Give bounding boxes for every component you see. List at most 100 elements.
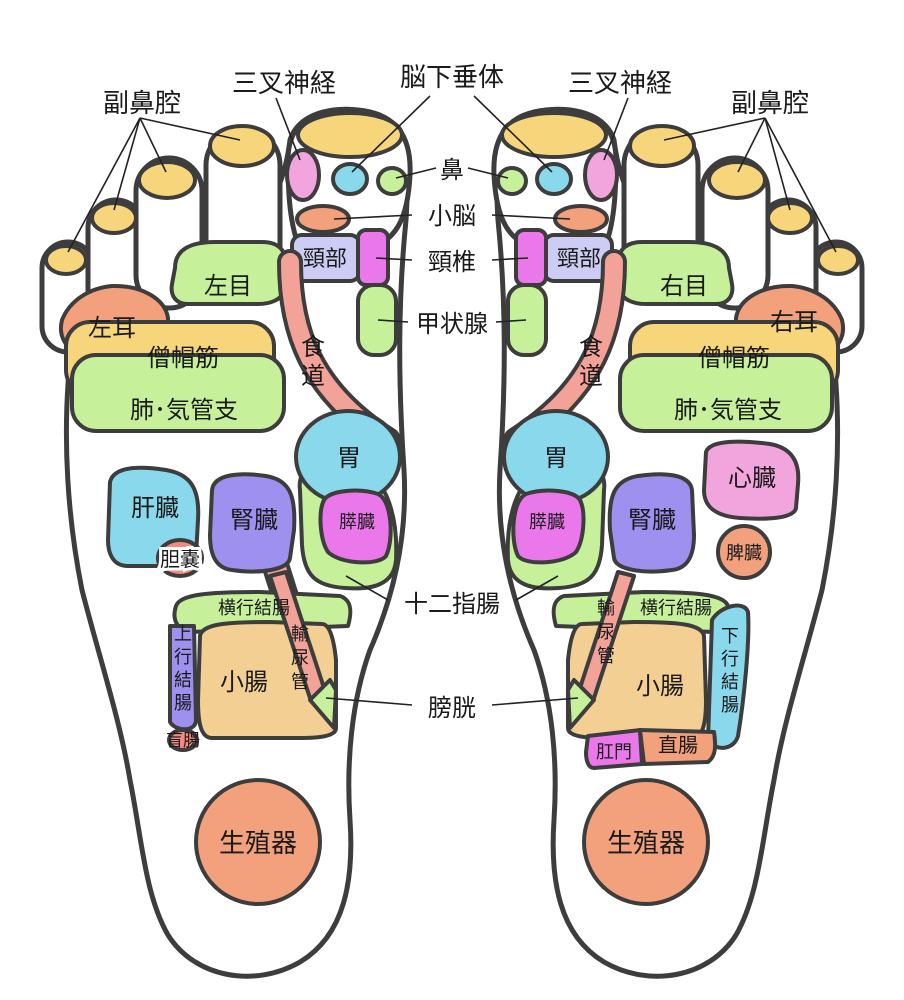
label-ascending-colon-4: 腸 (174, 693, 192, 714)
label-esophagus-right-1: 食 (579, 333, 603, 361)
label-pancreas-right: 膵臓 (529, 512, 565, 533)
right-pancreas-area (511, 488, 586, 565)
label-stomach-right: 胃 (544, 444, 568, 472)
right-lung-area (618, 353, 834, 433)
label-nose: 鼻 (440, 156, 464, 184)
left-cecum-area (167, 728, 199, 752)
right-rectum-area (638, 728, 718, 766)
label-pancreas-left: 膵臓 (339, 512, 375, 533)
label-heart: 心臓 (728, 464, 776, 492)
left-cervical-area (356, 228, 390, 287)
right-cervical-area (514, 228, 548, 287)
left-sinus-tip-3 (137, 160, 197, 200)
label-pituitary: 脳下垂体 (400, 63, 504, 93)
left-nose-area (376, 166, 408, 196)
label-descending-colon-4: 腸 (721, 695, 739, 716)
label-ascending-colon-1: 上 (174, 624, 192, 645)
left-thyroid-area (356, 283, 398, 357)
right-anus-area (584, 728, 644, 770)
label-ascending-colon-3: 結 (174, 670, 192, 691)
left-foot (39, 106, 413, 979)
right-nose-area (496, 166, 528, 196)
label-trigeminal-right: 三叉神経 (568, 69, 672, 99)
left-trigeminal-area (285, 148, 321, 202)
label-trapezius-right: 僧帽筋 (698, 344, 770, 372)
left-pituitary-area (331, 162, 369, 196)
label-ureter-left-1: 輸 (291, 624, 309, 645)
label-spleen: 脾臓 (726, 543, 762, 564)
label-right-ear: 右耳 (770, 308, 818, 336)
left-gallbladder-area (156, 538, 204, 578)
label-neck-right: 頸部 (557, 247, 601, 272)
left-sinus-tip-2 (90, 201, 138, 235)
label-transverse-colon-left: 横行結腸 (218, 598, 290, 619)
left-kidney-area (208, 472, 297, 574)
label-cervical: 頸椎 (428, 248, 476, 276)
label-ascending-colon-2: 行 (174, 647, 192, 668)
right-genitals-area (582, 778, 710, 906)
label-duodenum: 十二指腸 (404, 590, 500, 618)
right-heart-area (702, 439, 801, 521)
label-gallbladder: 胆嚢 (160, 547, 200, 571)
label-liver: 肝臓 (131, 494, 179, 522)
label-ureter-right-2: 尿 (597, 622, 615, 643)
label-bladder: 膀胱 (428, 694, 476, 722)
label-cecum: 盲腸 (166, 731, 200, 751)
right-big-toe-top (500, 111, 608, 159)
labels: 副鼻腔 三叉神経 脳下垂体 三叉神経 副鼻腔 鼻 小脳 頸椎 甲状腺 十二指腸 … (88, 63, 818, 859)
right-kidney-area (607, 472, 696, 574)
label-trapezius-left: 僧帽筋 (147, 344, 219, 372)
right-descending-colon (706, 603, 751, 750)
label-ureter-right-3: 管 (597, 646, 615, 667)
label-thyroid: 甲状腺 (416, 310, 488, 338)
leader-lines (67, 95, 837, 706)
label-descending-colon-1: 下 (721, 626, 739, 647)
left-sinus-tip-4 (208, 124, 276, 168)
label-kidney-left: 腎臓 (230, 506, 278, 534)
left-bladder (308, 678, 338, 730)
right-bladder (566, 678, 596, 730)
label-ureter-left-2: 尿 (291, 648, 309, 669)
right-sinus-tip-2 (766, 201, 814, 235)
label-rectum: 直腸 (658, 733, 698, 757)
label-sinus-right: 副鼻腔 (731, 89, 809, 119)
label-esophagus-left-2: 道 (301, 362, 325, 390)
label-ureter-right-1: 輸 (597, 598, 615, 619)
label-stomach-left: 胃 (337, 444, 361, 472)
label-descending-colon-2: 行 (721, 649, 739, 670)
left-lung-area (70, 353, 286, 433)
label-esophagus-right-2: 道 (579, 362, 603, 390)
label-trigeminal-left: 三叉神経 (232, 69, 336, 99)
label-transverse-colon-right: 横行結腸 (640, 598, 712, 619)
label-ureter-left-3: 管 (291, 672, 309, 693)
label-lung-right: 肺･気管支 (674, 396, 782, 424)
label-right-eye: 右目 (660, 272, 708, 300)
label-anus: 肛門 (596, 742, 632, 763)
right-foot (491, 106, 865, 979)
label-sinus-left: 副鼻腔 (103, 89, 181, 119)
right-sinus-tip-3 (707, 160, 767, 200)
left-genitals-area (194, 778, 322, 906)
label-lung-left: 肺･気管支 (130, 396, 238, 424)
right-spleen-area (716, 524, 772, 580)
right-pituitary-area (535, 162, 573, 196)
left-sinus-tip-1 (44, 244, 88, 276)
label-cerebellum: 小脳 (428, 202, 476, 230)
left-big-toe-top (296, 111, 404, 159)
left-pancreas-area (318, 488, 393, 565)
label-neck-left: 頸部 (303, 247, 347, 272)
label-genitals-left: 生殖器 (219, 829, 297, 859)
right-trigeminal-area (583, 148, 619, 202)
label-left-ear: 左耳 (88, 314, 136, 342)
right-sinus-tip-4 (628, 124, 696, 168)
label-left-eye: 左目 (204, 272, 252, 300)
label-kidney-right: 腎臓 (628, 506, 676, 534)
label-genitals-right: 生殖器 (607, 829, 685, 859)
label-small-intestine-left: 小腸 (220, 668, 268, 696)
label-small-intestine-right: 小腸 (636, 672, 684, 700)
label-esophagus-left-1: 食 (301, 333, 325, 361)
label-descending-colon-3: 結 (721, 672, 739, 693)
right-thyroid-area (506, 283, 548, 357)
right-sinus-tip-1 (816, 244, 860, 276)
